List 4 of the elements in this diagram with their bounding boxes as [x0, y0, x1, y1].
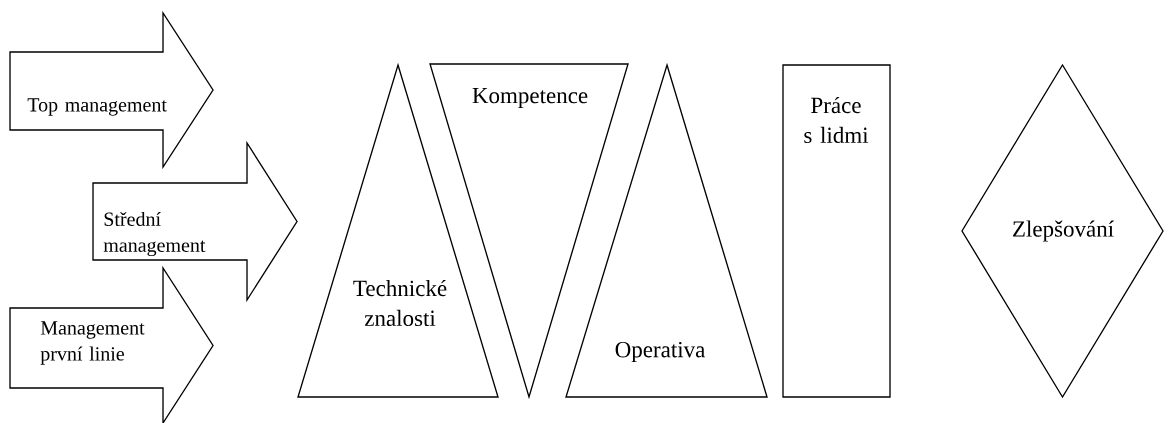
- rectangle: Práce s lidmi: [782, 64, 891, 398]
- pointer-box: Top management: [9, 10, 214, 170]
- pointer-box: Management první linie: [9, 265, 214, 423]
- pointer-box: Střední management: [92, 140, 298, 303]
